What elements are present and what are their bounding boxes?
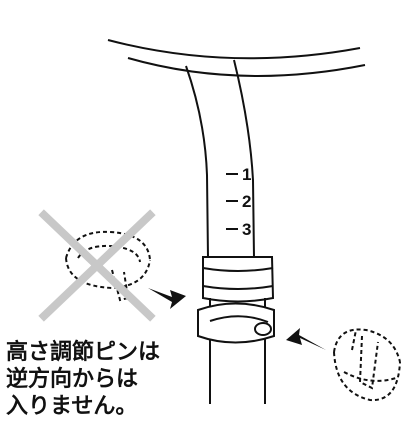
height-scale: 1 2 3 <box>226 165 251 239</box>
arrow-right-icon <box>148 288 186 309</box>
seat-bottom <box>107 39 366 77</box>
seat-pole <box>185 59 255 259</box>
caption-line-1: 高さ調節ピンは <box>6 340 161 365</box>
height-pin-installed <box>197 302 275 344</box>
caption-line-3: 入りません。 <box>6 394 138 419</box>
cross-mark-icon <box>38 209 156 322</box>
height-collar <box>202 256 275 303</box>
scale-mark-1: 1 <box>242 165 251 184</box>
caption: 高さ調節ピンは 逆方向からは 入りません。 <box>6 339 206 420</box>
pin-wrong-direction <box>65 230 151 302</box>
arrow-left-icon <box>286 328 326 350</box>
scale-mark-2: 2 <box>242 192 251 211</box>
scale-mark-3: 3 <box>242 220 251 239</box>
caption-line-2: 逆方向からは <box>6 367 139 392</box>
pin-correct <box>333 328 401 402</box>
